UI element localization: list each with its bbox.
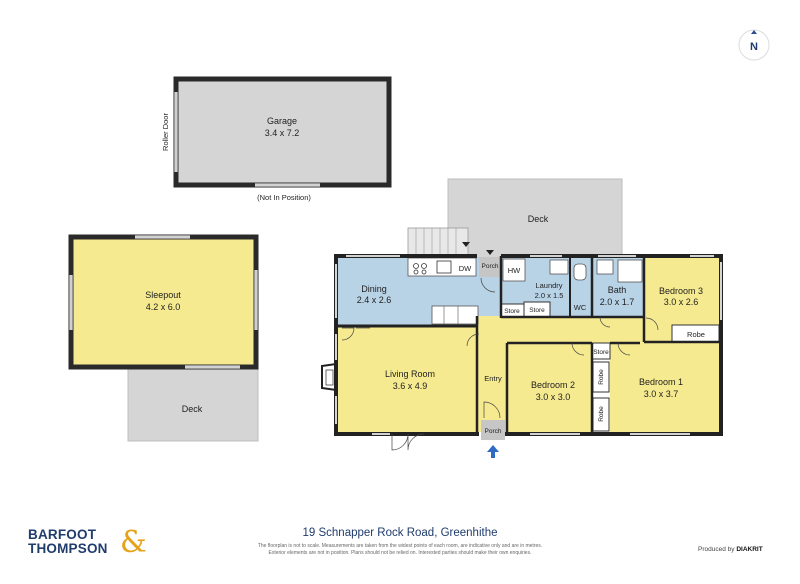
dining-name: Dining [361, 284, 387, 294]
living-name: Living Room [385, 369, 435, 379]
deck-steps [407, 227, 494, 257]
garage-dims: 3.4 x 7.2 [265, 128, 300, 138]
sleepout-deck [127, 367, 259, 442]
robe-label-2: Robe [598, 369, 605, 385]
porch-top-fill [479, 257, 501, 277]
garage-name: Garage [267, 116, 297, 126]
laundry-tub [549, 259, 569, 275]
bedroom2-dims: 3.0 x 3.0 [536, 392, 571, 402]
bedroom1-fill [610, 343, 719, 432]
wc-fixture [573, 263, 587, 281]
robe-label-3: Robe [598, 406, 605, 422]
disclaimer-line-2: Exterior elements are not in position. P… [268, 550, 532, 556]
compass-label: N [750, 41, 758, 53]
porch-top-label: Porch [482, 263, 499, 270]
house: Dining 2.4 x 2.6 Laundry 2.0 x 1.5 Bath … [321, 254, 723, 458]
living-fill [336, 326, 479, 432]
porch-bottom-fill [481, 420, 505, 440]
roller-door-label: Roller Door [161, 113, 170, 151]
hw-label: HW [508, 266, 521, 275]
main-deck [447, 178, 623, 259]
disclaimer: The floorplan is not to scale. Measureme… [230, 543, 570, 557]
entry-fill [479, 340, 507, 432]
robe-label-1: Robe [687, 330, 705, 339]
logo-line-1: BARFOOT [28, 527, 97, 542]
main-deck-label: Deck [528, 214, 549, 224]
sleepout-dims: 4.2 x 6.0 [146, 302, 181, 312]
sleepout-name: Sleepout [145, 290, 181, 300]
garage: Garage 3.4 x 7.2 Roller Door (Not In Pos… [161, 76, 392, 202]
bedroom1-name: Bedroom 1 [639, 377, 683, 387]
disclaimer-line-1: The floorplan is not to scale. Measureme… [257, 543, 543, 549]
bedroom3-dims: 3.0 x 2.6 [664, 297, 699, 307]
hw-cupboard [502, 258, 526, 282]
bath-shower [617, 259, 643, 283]
producer-name: DIAKRIT [736, 546, 763, 553]
sleepout: Sleepout 4.2 x 6.0 [68, 234, 259, 370]
laundry-dims: 2.0 x 1.5 [535, 291, 564, 300]
dw-label: DW [459, 264, 472, 273]
laundry-name: Laundry [535, 281, 562, 290]
produced-by-label: Produced by [698, 546, 735, 553]
producer-credit: Produced by DIAKRIT [698, 546, 763, 553]
bedroom1-dims: 3.0 x 3.7 [644, 389, 679, 399]
garage-position-note: (Not In Position) [257, 193, 311, 202]
bath-name: Bath [608, 285, 627, 295]
north-compass: N [737, 28, 771, 62]
bedroom2-fill [507, 343, 593, 432]
compass-icon: N [738, 29, 770, 61]
agency-logo: BARFOOT THOMPSON & [28, 528, 158, 558]
wc-label: WC [574, 303, 587, 312]
store-label-2: Store [529, 307, 545, 314]
entry-label: Entry [484, 374, 502, 383]
bath-vanity [596, 259, 614, 275]
logo-line-2: THOMPSON [28, 541, 108, 556]
living-dims: 3.6 x 4.9 [393, 381, 428, 391]
porch-bottom-label: Porch [485, 428, 502, 435]
bedroom2-name: Bedroom 2 [531, 380, 575, 390]
kitchen-island [431, 305, 479, 325]
bath-dims: 2.0 x 1.7 [600, 297, 635, 307]
dining-dims: 2.4 x 2.6 [357, 295, 392, 305]
logo-ampersand: & [120, 525, 147, 560]
store-label-3: Store [593, 349, 609, 356]
sleepout-deck-label: Deck [182, 404, 203, 414]
property-address: 19 Schnapper Rock Road, Greenhithe [302, 527, 498, 539]
entry-arrow [487, 445, 499, 458]
bedroom3-name: Bedroom 3 [659, 286, 703, 296]
store-label-1: Store [504, 308, 520, 315]
